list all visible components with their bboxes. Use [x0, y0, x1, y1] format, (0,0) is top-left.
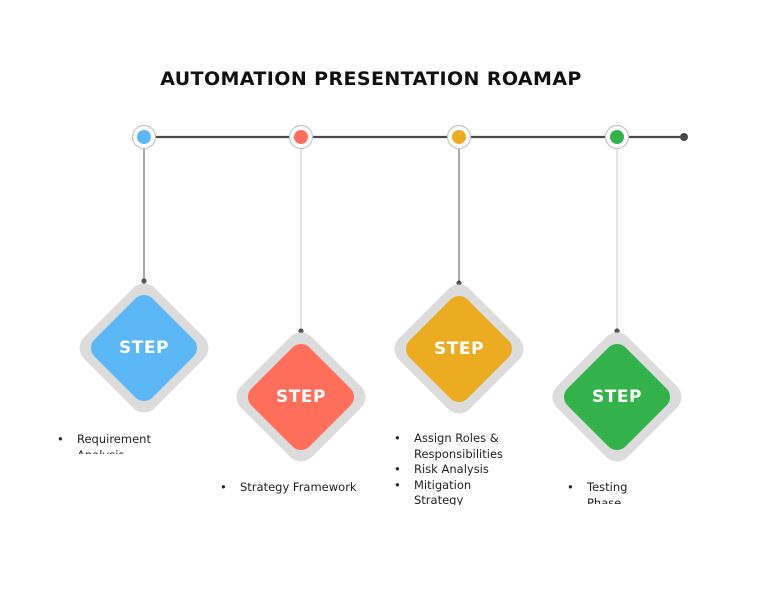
- list-item: Risk Analysis: [394, 462, 514, 478]
- list-item: Strategy Framework: [220, 480, 380, 496]
- timeline-marker-2: [288, 124, 314, 150]
- step-label-3: STEP: [434, 339, 484, 359]
- connector-dot-3: [456, 280, 462, 286]
- step-1-bullets: Requirement Analysis: [57, 432, 172, 454]
- step-diamond-2: [236, 332, 366, 462]
- connector-dot-4: [614, 328, 620, 334]
- timeline-marker-1: [131, 124, 157, 150]
- list-item: Requirement Analysis: [57, 432, 172, 454]
- timeline-end-dot: [680, 133, 688, 141]
- timeline-marker-4: [604, 124, 630, 150]
- connector-dot-1: [141, 278, 147, 284]
- step-diamond-3: [394, 284, 524, 414]
- step-label-2: STEP: [276, 387, 326, 407]
- list-item: Assign Roles & Responsibilities: [394, 431, 514, 462]
- step-diamond-1: [79, 283, 209, 413]
- step-label-1: STEP: [119, 338, 169, 358]
- step-label-4: STEP: [592, 387, 642, 407]
- list-item: Mitigation Strategy: [394, 478, 514, 506]
- connector-dot-2: [298, 328, 304, 334]
- roadmap-title: AUTOMATION PRESENTATION ROAMAP: [160, 68, 582, 90]
- step-diamond-4: [552, 332, 682, 462]
- step-2-bullets: Strategy Framework: [220, 480, 380, 498]
- list-item: Testing Phase: [567, 480, 635, 504]
- step-4-bullets: Testing Phase: [567, 480, 635, 504]
- timeline-marker-3: [446, 124, 472, 150]
- step-3-bullets: Assign Roles & Responsibilities Risk Ana…: [394, 431, 514, 505]
